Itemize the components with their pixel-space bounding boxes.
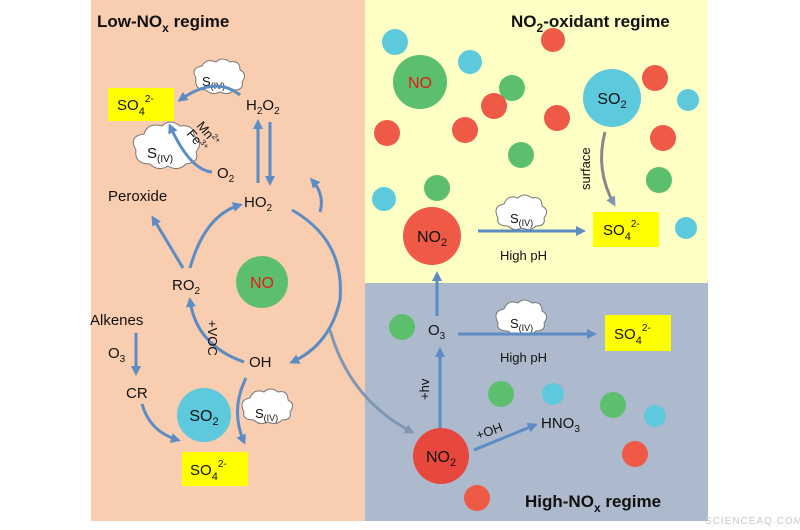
no2-oxidant-title: NO2-oxidant regime xyxy=(511,12,670,35)
no2-label-oxidant: NO2 xyxy=(417,229,447,249)
high-ph-label-oxidant: High pH xyxy=(500,248,547,263)
ho2-label: HO2 xyxy=(244,194,273,214)
oh-to-so4-arrow xyxy=(235,377,248,445)
decor-circle xyxy=(499,75,525,101)
so4-label-top: SO42- xyxy=(117,94,154,118)
decor-circle xyxy=(508,142,534,168)
decor-circle xyxy=(646,167,672,193)
surface-label: surface xyxy=(578,147,593,190)
so2-circle-oxidant xyxy=(583,69,641,127)
oh-to-no2-arrow xyxy=(328,329,415,434)
decor-circle xyxy=(481,93,507,119)
decor-circle xyxy=(650,125,676,151)
decor-circle xyxy=(677,89,699,111)
so2-label-oxidant: SO2 xyxy=(597,91,626,111)
no-center-circle xyxy=(236,256,288,308)
decor-circle xyxy=(675,217,697,239)
no-center-label: NO xyxy=(250,275,274,292)
small-upturn-arrow xyxy=(310,177,323,213)
decor-circle xyxy=(374,120,400,146)
so2-circle-low xyxy=(177,388,231,442)
decor-circle xyxy=(372,187,396,211)
high-nox-title: High-NOx regime xyxy=(525,492,661,515)
decor-circle xyxy=(600,392,626,418)
no-label-oxidant: NO xyxy=(408,75,432,92)
cr-label: CR xyxy=(126,385,148,402)
siv-cloud-bottom: S(IV) xyxy=(241,388,294,425)
hv-label: +hv xyxy=(417,378,432,400)
decor-circle xyxy=(542,383,564,405)
h2o2-label: H2O2 xyxy=(246,97,280,117)
so4-label-oxidant: SO42- xyxy=(603,219,640,243)
so4-box-high xyxy=(605,315,671,351)
o3-label-high: O3 xyxy=(428,322,446,342)
no2-label-high: NO2 xyxy=(426,449,456,469)
ho2-to-oh-arc xyxy=(289,208,342,364)
decor-circle xyxy=(452,117,478,143)
h2o2-to-so4-arrow xyxy=(177,84,241,102)
so4-box-bottom xyxy=(182,452,248,486)
hno3-label: HNO3 xyxy=(541,415,580,435)
no2-circle-oxidant xyxy=(403,207,461,265)
low-nox-title: Low-NOx regime xyxy=(97,12,229,35)
so4-box-top xyxy=(108,88,174,121)
decor-circle xyxy=(644,405,666,427)
svg-text:S(IV): S(IV) xyxy=(510,316,533,333)
siv-cloud-left: S(IV) xyxy=(132,121,200,170)
oh-label: OH xyxy=(249,354,272,371)
high-ph-label-high: High pH xyxy=(500,350,547,365)
so2-label-low: SO2 xyxy=(189,408,218,428)
so4-box-oxidant xyxy=(593,212,659,247)
o3-label-left: O3 xyxy=(108,345,126,365)
svg-text:S(IV): S(IV) xyxy=(147,145,173,165)
surface-arrow xyxy=(600,131,616,207)
decor-circle xyxy=(382,29,408,55)
so4-label-bottom: SO42- xyxy=(190,459,227,483)
oh-to-ro2-arc xyxy=(185,297,245,364)
ro2-label: RO2 xyxy=(172,277,201,297)
svg-text:S(IV): S(IV) xyxy=(255,406,278,423)
ro2-to-ho2-arc xyxy=(188,202,243,269)
decor-circle xyxy=(541,28,565,52)
watermark: SCIENCEAQ.COM xyxy=(705,516,800,527)
svg-text:S(IV): S(IV) xyxy=(510,211,533,228)
decor-circle xyxy=(458,50,482,74)
no2-to-hno3-arrow xyxy=(473,423,538,452)
decor-circle xyxy=(622,441,648,467)
decor-circle xyxy=(642,65,668,91)
o2-label: O2 xyxy=(217,165,235,185)
o2-to-so4-arrow xyxy=(168,123,213,174)
so4-label-high: SO42- xyxy=(614,323,651,347)
alkenes-label: Alkenes xyxy=(90,312,143,329)
decor-circle xyxy=(389,314,415,340)
voc-label: +VOC xyxy=(205,320,220,356)
decor-circle xyxy=(488,381,514,407)
peroxide-label: Peroxide xyxy=(108,188,167,205)
ro2-to-peroxide-arrow xyxy=(151,215,185,269)
cr-to-so4-arrow xyxy=(140,403,181,443)
no-circle-oxidant xyxy=(393,55,447,109)
decor-circle xyxy=(424,175,450,201)
no2-circle-high xyxy=(413,428,469,484)
decor-circle xyxy=(544,105,570,131)
decor-circle xyxy=(464,485,490,511)
